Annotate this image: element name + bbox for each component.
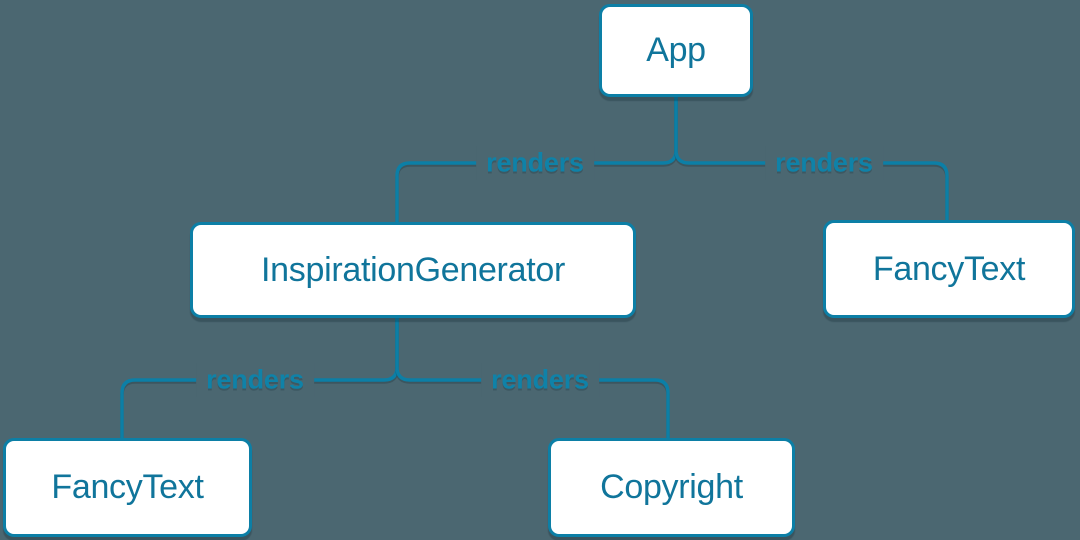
edge-label-renders-app-inspiration: renders [476, 145, 594, 181]
edge-label-renders-inspiration-copyright: renders [481, 362, 599, 398]
node-inspiration-generator: InspirationGenerator [190, 222, 636, 318]
node-copyright: Copyright [548, 438, 795, 537]
node-fancy-text-right: FancyText [823, 220, 1075, 318]
node-fancy-text-left: FancyText [3, 438, 252, 537]
edge-label-renders-inspiration-fancytext: renders [196, 362, 314, 398]
node-copyright-label: Copyright [600, 468, 743, 506]
edge-label-renders-app-fancytext: renders [765, 145, 883, 181]
node-fancy-text-right-label: FancyText [872, 249, 1026, 288]
node-fancy-text-left-label: FancyText [51, 468, 204, 506]
node-inspiration-generator-label: InspirationGenerator [261, 250, 565, 289]
node-app-label: App [646, 31, 706, 69]
node-app: App [599, 4, 753, 97]
